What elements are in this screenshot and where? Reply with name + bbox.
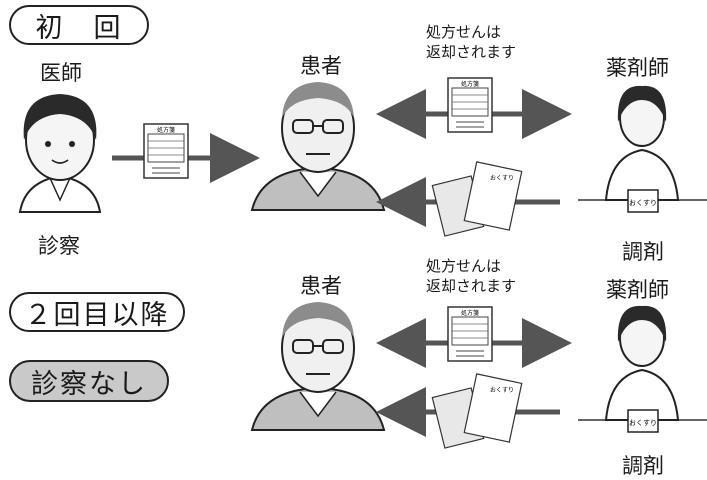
patient-figure-top	[250, 82, 386, 211]
svg-text:おくすり: おくすり	[629, 419, 657, 427]
label-patient-bottom: 患者	[300, 274, 342, 298]
badge-no-exam: 診察なし	[9, 360, 169, 402]
doctor-figure	[18, 94, 102, 213]
label-pharmacist-top: 薬剤師	[606, 56, 669, 80]
note-line1: 処方せんは	[426, 23, 502, 41]
medicine-icon-bottom: おくすり	[431, 373, 523, 449]
svg-text:おくすり: おくすり	[490, 175, 514, 182]
prescription-icon-2: 処方箋	[447, 77, 493, 133]
pharmacist-figure-bottom: おくすり	[578, 305, 707, 433]
label-exam: 診察	[38, 234, 80, 258]
prescription-icon-1: 処方箋	[143, 123, 189, 179]
label-patient-top: 患者	[300, 54, 342, 78]
pharmacist-figure-top: おくすり	[578, 85, 707, 213]
note-line2: 返却されます	[426, 277, 517, 295]
svg-text:おくすり: おくすり	[629, 199, 657, 207]
svg-text:処方箋: 処方箋	[461, 309, 479, 317]
label-pharmacist-bottom: 薬剤師	[606, 278, 669, 302]
note-return-top: 処方せんは 返却されます	[426, 22, 516, 62]
label-dispense-top: 調剤	[622, 240, 664, 264]
badge-second-or-later: ２回目以降	[9, 292, 185, 332]
svg-text:処方箋: 処方箋	[461, 80, 479, 88]
medicine-icon-top: おくすり	[431, 161, 523, 237]
badge-first-visit: 初 回	[9, 5, 149, 45]
label-dispense-bottom: 調剤	[622, 454, 664, 478]
svg-text:処方箋: 処方箋	[157, 126, 175, 134]
patient-figure-bottom	[250, 302, 386, 431]
label-doctor: 医師	[40, 61, 82, 85]
prescription-icon-3: 処方箋	[447, 306, 493, 362]
note-return-bottom: 処方せんは 返却されます	[426, 256, 516, 296]
note-line1: 処方せんは	[426, 257, 502, 275]
svg-text:おくすり: おくすり	[490, 387, 514, 394]
note-line2: 返却されます	[426, 43, 517, 61]
